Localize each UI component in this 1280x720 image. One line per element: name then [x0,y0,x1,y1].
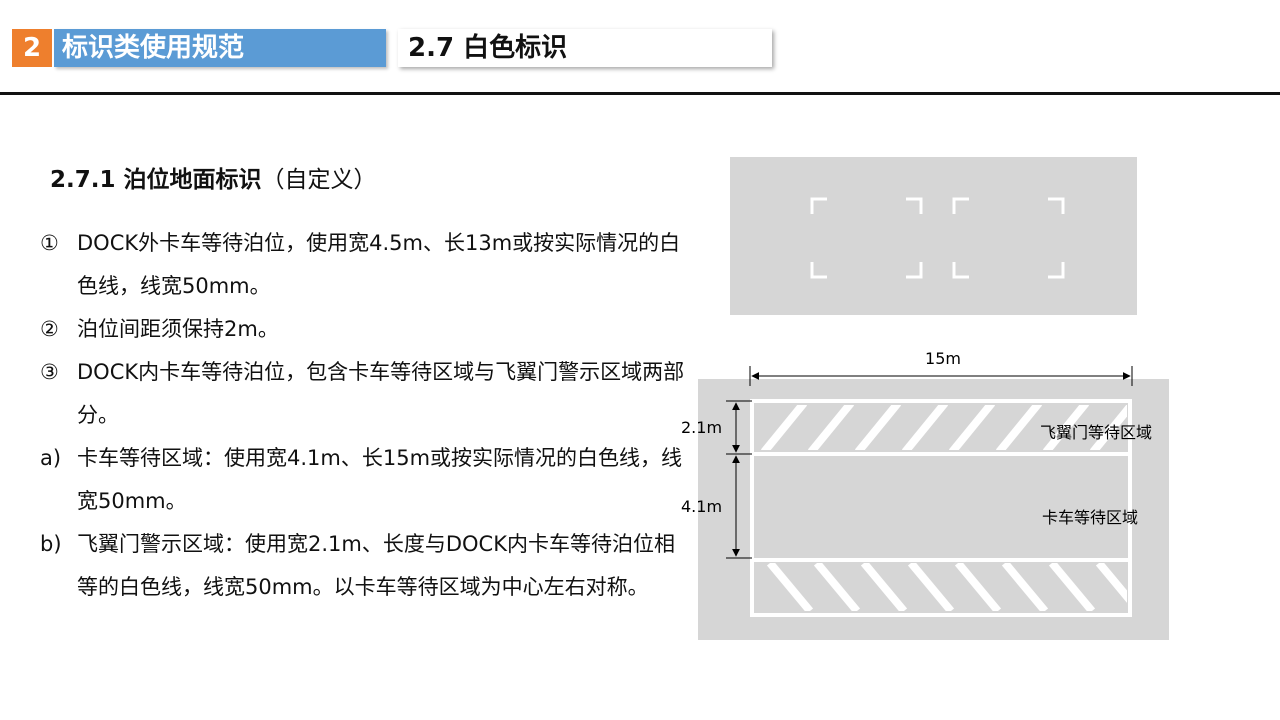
berth-corner-marks [810,197,1065,279]
subsection-title-main: 2.7.1 泊位地面标识 [50,167,262,193]
list-item: a) 卡车等待区域：使用宽4.1m、长15m或按实际情况的白色线，线宽50mm。 [40,437,690,523]
list-text: DOCK外卡车等待泊位，使用宽4.5m、长13m或按实际情况的白色线，线宽50m… [77,231,681,298]
dimension-heights: 2.1m 4.1m [681,400,752,559]
list-item: ③ DOCK内卡车等待泊位，包含卡车等待区域与飞翼门警示区域两部分。 [40,351,690,437]
list-text: 飞翼门警示区域：使用宽2.1m、长度与DOCK内卡车等待泊位相等的白色线，线宽5… [77,532,675,599]
spec-list: ① DOCK外卡车等待泊位，使用宽4.5m、长13m或按实际情况的白色线，线宽5… [40,222,690,609]
wing-zone-label: 飞翼门等待区域 [1040,423,1152,442]
section-title: 标识类使用规范 [54,29,386,67]
list-marker: ③ [40,360,59,384]
list-text: 卡车等待区域：使用宽4.1m、长15m或按实际情况的白色线，线宽50mm。 [77,446,683,513]
berth-outline [750,399,1132,617]
list-marker: ① [40,231,59,255]
subsection-title: 2.7.1 泊位地面标识（自定义） [50,160,377,194]
list-marker: a) [40,446,62,470]
list-text: DOCK内卡车等待泊位，包含卡车等待区域与飞翼门警示区域两部分。 [77,360,685,427]
page-title: 2.7 白色标识 [398,29,772,67]
header-divider [0,92,1280,95]
list-item: ② 泊位间距须保持2m。 [40,308,690,351]
height-top-label: 2.1m [681,418,722,437]
height-mid-label: 4.1m [681,497,722,516]
subsection-title-note: （自定义） [261,167,377,193]
section-number: 2 [12,29,52,67]
list-text: 泊位间距须保持2m。 [77,317,279,341]
inside-berth-diagram: 15m 2.1m 4.1m 飞翼门等待区域 卡车等待区域 [681,349,1169,640]
length-label: 15m [925,349,961,368]
dimension-length: 15m [749,349,1133,386]
list-item: b) 飞翼门警示区域：使用宽2.1m、长度与DOCK内卡车等待泊位相等的白色线，… [40,523,690,609]
list-item: ① DOCK外卡车等待泊位，使用宽4.5m、长13m或按实际情况的白色线，线宽5… [40,222,690,308]
wing-door-hatching-bottom [766,563,1127,611]
list-marker: b) [40,532,62,556]
list-marker: ② [40,317,59,341]
wing-door-hatching-top [760,405,1127,450]
ground-area [730,157,1137,315]
outside-berth-diagram [730,157,1137,315]
truck-zone-label: 卡车等待区域 [1042,508,1138,527]
